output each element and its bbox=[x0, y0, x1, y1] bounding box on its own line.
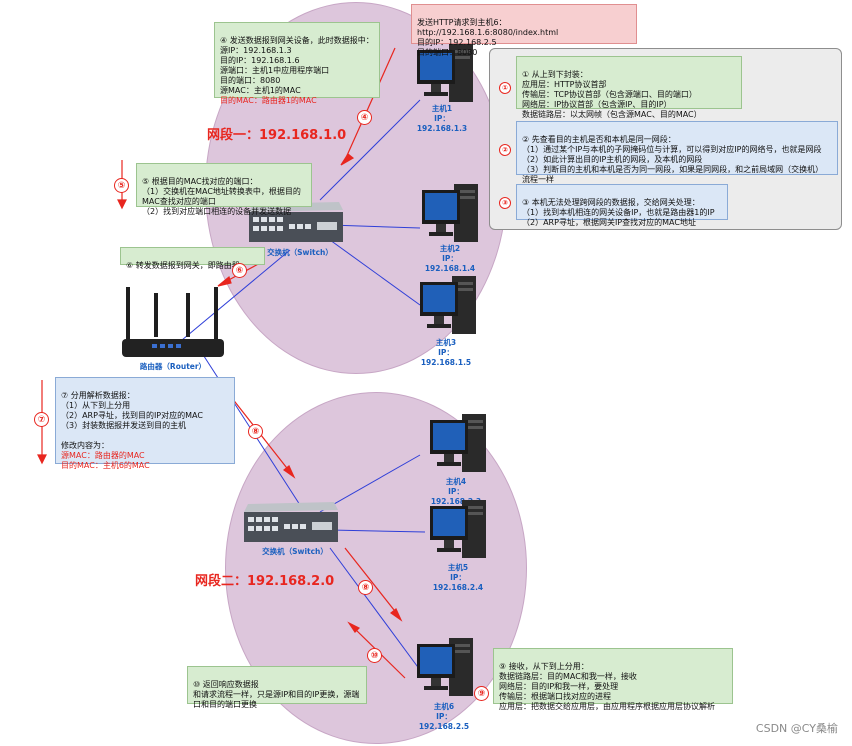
step-4-text: ④ 发送数据报到网关设备，此时数据报中： 源IP：192.168.1.3 目的I… bbox=[220, 36, 374, 95]
host-6-computer bbox=[415, 634, 477, 704]
host-2-ip: IP：192.168.1.4 bbox=[424, 254, 476, 273]
host-5-name: 主机5 bbox=[447, 563, 469, 572]
router bbox=[118, 283, 228, 367]
segment-1-label: 网段一：192.168.1.0 bbox=[207, 128, 347, 143]
host-3-ip: IP：192.168.1.5 bbox=[420, 348, 472, 367]
step-1-text: ① 从上到下封装： 应用层：HTTP协议首部 传输层：TCP协议首部（包含源端口… bbox=[522, 70, 702, 119]
step-5-text: ⑤ 根据目的MAC找对应的端口： （1）交换机在MAC地址转换表中，根据目的MA… bbox=[142, 177, 301, 216]
marker-4: ④ bbox=[357, 110, 372, 125]
host-2-name: 主机2 bbox=[439, 244, 461, 253]
switch-icon bbox=[249, 202, 343, 242]
host-2-label: 主机2 IP：192.168.1.4 bbox=[418, 244, 482, 274]
host-6-ip: IP：192.168.2.5 bbox=[418, 712, 470, 731]
host-3-label: 主机3 IP：192.168.1.5 bbox=[414, 338, 478, 368]
host-1-ip: IP：192.168.1.3 bbox=[416, 114, 468, 133]
host-4-label: 主机4 IP：192.168.2.3 bbox=[424, 477, 488, 507]
step-10-box: ⑩ 返回响应数据报 和请求流程一样，只是源IP和目的IP更换，源端口和目的端口更… bbox=[187, 666, 367, 709]
host-5-computer bbox=[428, 496, 490, 566]
step-2-box: ② 先查看目的主机是否和本机是同一网段： （1）通过某个IP与本机的子网掩码位与… bbox=[516, 121, 838, 184]
http-request-box: 发送HTTP请求到主机6：http://192.168.1.6:8080/ind… bbox=[411, 4, 637, 57]
host-1-name: 主机1 bbox=[431, 104, 453, 113]
step-7-box: ⑦ 分用解析数据报： （1）从下到上分用 （2）ARP寻址，找到目的IP对应的M… bbox=[55, 377, 235, 470]
step-9-box: ⑨ 接收，从下到上分用： 数据链路层：目的MAC和我一样，接收 网络层：目的IP… bbox=[493, 648, 733, 711]
marker-2: ② bbox=[499, 144, 511, 156]
segment-2-label: 网段二：192.168.2.0 bbox=[195, 574, 335, 589]
marker-1: ① bbox=[499, 82, 511, 94]
router-icon bbox=[122, 287, 224, 357]
marker-8b: ⑧ bbox=[358, 580, 373, 595]
host-5-label: 主机5 IP：192.168.2.4 bbox=[426, 563, 490, 593]
step-4-red-text: 目的MAC：路由器1的MAC bbox=[220, 96, 317, 105]
step-7-red-text: 源MAC：路由器的MAC 目的MAC：主机6的MAC bbox=[61, 451, 150, 470]
host-4-name: 主机4 bbox=[445, 477, 467, 486]
switch-icon bbox=[244, 502, 338, 542]
host-1-computer bbox=[415, 40, 477, 110]
host-4-computer bbox=[428, 410, 490, 480]
host-3-computer bbox=[418, 272, 480, 342]
step-3-text: ③ 本机无法处理跨网段的数据报，交给网关处理： （1）找到本机相连的网关设备IP… bbox=[522, 198, 715, 227]
computer-icon bbox=[417, 44, 473, 102]
step-3-box: ③ 本机无法处理跨网段的数据报，交给网关处理： （1）找到本机相连的网关设备IP… bbox=[516, 184, 728, 227]
step-1-box: ① 从上到下封装： 应用层：HTTP协议首部 传输层：TCP协议首部（包含源端口… bbox=[516, 56, 742, 119]
marker-10: ⑩ bbox=[367, 648, 382, 663]
computer-icon bbox=[417, 638, 473, 696]
computer-icon bbox=[420, 276, 476, 334]
host-1-label: 主机1 IP：192.168.1.3 bbox=[412, 104, 472, 134]
computer-icon bbox=[430, 500, 486, 558]
computer-icon bbox=[422, 184, 478, 242]
marker-9: ⑨ bbox=[474, 686, 489, 701]
http-request-text: 发送HTTP请求到主机6：http://192.168.1.6:8080/ind… bbox=[417, 18, 559, 57]
host-6-name: 主机6 bbox=[433, 702, 455, 711]
host-3-name: 主机3 bbox=[435, 338, 457, 347]
step-4-box: ④ 发送数据报到网关设备，此时数据报中： 源IP：192.168.1.3 目的I… bbox=[214, 22, 380, 105]
switch-1-label: 交换机（Switch） bbox=[267, 248, 333, 257]
marker-6: ⑥ bbox=[232, 263, 247, 278]
marker-8a: ⑧ bbox=[248, 424, 263, 439]
step-6-text: ⑥ 转发数据报到网关，即路由器 bbox=[126, 261, 240, 270]
marker-3: ③ bbox=[499, 197, 511, 209]
switch-2 bbox=[240, 500, 340, 550]
host-2-computer bbox=[420, 180, 482, 250]
step-6-box: ⑥ 转发数据报到网关，即路由器 bbox=[120, 247, 265, 270]
step-5-box: ⑤ 根据目的MAC找对应的端口： （1）交换机在MAC地址转换表中，根据目的MA… bbox=[136, 163, 312, 216]
step-10-text: ⑩ 返回响应数据报 和请求流程一样，只是源IP和目的IP更换，源端口和目的端口更… bbox=[193, 680, 360, 709]
router-label: 路由器（Router） bbox=[139, 362, 207, 371]
marker-7: ⑦ bbox=[34, 412, 49, 427]
host-4-ip: IP：192.168.2.3 bbox=[430, 487, 482, 506]
step-7-text: ⑦ 分用解析数据报： （1）从下到上分用 （2）ARP寻址，找到目的IP对应的M… bbox=[61, 391, 203, 450]
step-2-text: ② 先查看目的主机是否和本机是同一网段： （1）通过某个IP与本机的子网掩码位与… bbox=[522, 135, 824, 184]
marker-5: ⑤ bbox=[114, 178, 129, 193]
computer-icon bbox=[430, 414, 486, 472]
switch-2-label: 交换机（Switch） bbox=[262, 547, 328, 556]
step-9-text: ⑨ 接收，从下到上分用： 数据链路层：目的MAC和我一样，接收 网络层：目的IP… bbox=[499, 662, 715, 711]
host-6-label: 主机6 IP：192.168.2.5 bbox=[412, 702, 476, 732]
switch-1 bbox=[245, 200, 345, 250]
host-5-ip: IP：192.168.2.4 bbox=[432, 573, 484, 592]
watermark: CSDN @CY桑榆 bbox=[755, 722, 838, 735]
